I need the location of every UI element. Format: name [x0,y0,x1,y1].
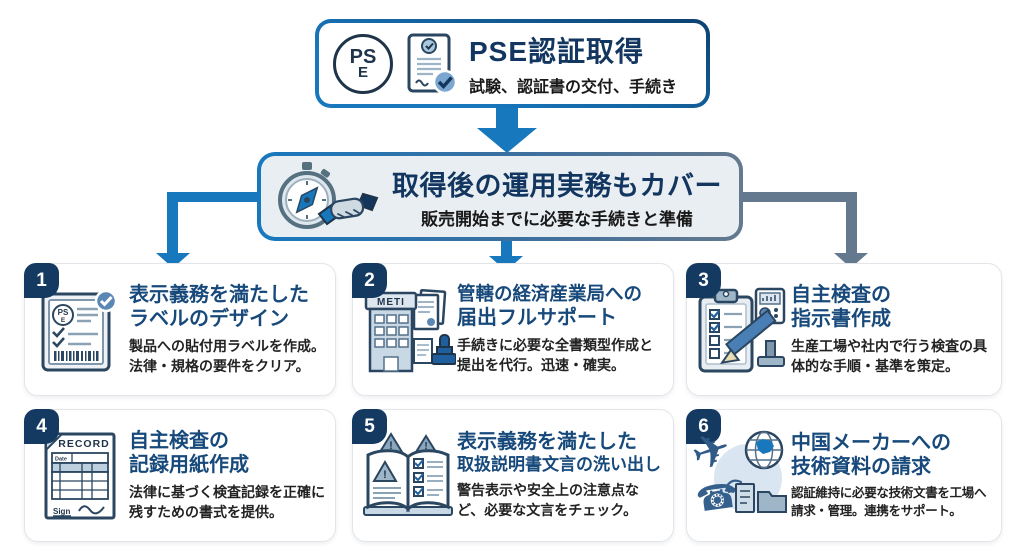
middle-box-subtitle: 販売開始までに必要な手続きと準備 [421,209,693,229]
card-record-sheets: 4 RECORD Date Sign 自主検査の 記録用紙作成 [24,409,336,542]
svg-text:PS: PS [58,308,69,317]
svg-text:Date: Date [55,456,67,462]
elbow-arrow-right [743,192,857,202]
manual-warning-book-icon: ! ! ! [363,431,453,516]
elbow-arrow-left-vertical [167,192,178,254]
card-number-badge: 3 [686,263,721,298]
card-title: 表示義務を満たした 取扱説明書文言の洗い出し [457,431,661,474]
card-title: 自主検査の 指示書作成 [791,283,891,330]
card-number-badge: 1 [24,263,59,298]
card-title: 中国メーカーへの 技術資料の請求 [791,431,951,478]
card-meti-filing: 2 METI [352,263,674,396]
down-arrow-middle [501,241,512,257]
folder-icon [757,490,787,513]
svg-text:E: E [61,317,66,324]
elbow-arrow-right-vertical [846,192,857,254]
svg-text:!: ! [383,469,387,481]
pse-mark-letter-e: E [357,63,368,81]
handshake-icon [317,192,379,225]
card-number-badge: 5 [352,409,387,444]
svg-text:!: ! [389,440,393,452]
certificate-check-icon [407,33,457,94]
down-block-arrow [477,108,537,153]
top-box-subtitle: 試験、認証書の交付、手続き [469,79,678,96]
middle-box: 取得後の運用実務もカバー 販売開始までに必要な手続きと準備 [257,152,743,241]
pse-mark-letters: PS [349,45,377,68]
document-icon [735,482,755,513]
stopwatch-compass-icon [278,161,379,229]
card-title: 自主検査の 記録用紙作成 [129,429,249,476]
inspection-clipboard-icon [698,287,786,372]
svg-text:RECORD: RECORD [58,438,110,450]
svg-text:!: ! [424,441,427,452]
card-label-design: 1 PS E [24,263,336,396]
pse-label-icon: PS E [41,289,118,371]
globe-china-icon [744,430,784,469]
card-title: 表示義務を満たした ラベルのデザイン [129,283,309,330]
card-china-documents: 6 ✈ ☎ [685,409,1002,542]
card-title: 管轄の経済産業局への 届出フルサポート [457,283,643,329]
card-manual-wording: 5 ! ! ! 表示義務を満たした [352,409,674,542]
svg-text:METI: METI [377,297,405,308]
card-body: 製品への貼付用ラベルを作成。法律・規格の要件をクリア。 [129,338,325,374]
card-body: 認証維持に必要な技術文書を工場へ請求・管理。連携をサポート。 [791,486,987,518]
card-body: 生産工場や社内で行う検査の具体的な手順・基準を策定。 [791,338,987,374]
card-body: 警告表示や安全上の注意点など、必要な文言をチェック。 [457,482,639,519]
meti-building-icon: METI [364,288,456,372]
pse-mark-icon: PS E [333,33,393,94]
middle-box-title: 取得後の運用実務もカバー [392,170,722,201]
svg-text:Sign: Sign [53,507,70,516]
card-number-badge: 4 [24,409,59,444]
record-sheet-icon: RECORD Date Sign [44,432,116,519]
card-number-badge: 2 [352,263,387,298]
card-body: 法律に基づく検査記録を正確に残すための書式を提供。 [129,484,325,520]
card-body: 手続きに必要な全書類型作成と提出を代行。迅速・確実。 [457,337,653,373]
top-box-title: PSE認証取得 [469,36,645,67]
elbow-arrow-left [167,192,258,202]
card-inspection-instructions: 3 [686,263,1002,396]
china-request-icon: ✈ ☎ [685,420,790,524]
top-box: PS E PSE認証取得 試験、認証書の交付、手続き [315,19,710,108]
card-number-badge: 6 [686,409,721,444]
